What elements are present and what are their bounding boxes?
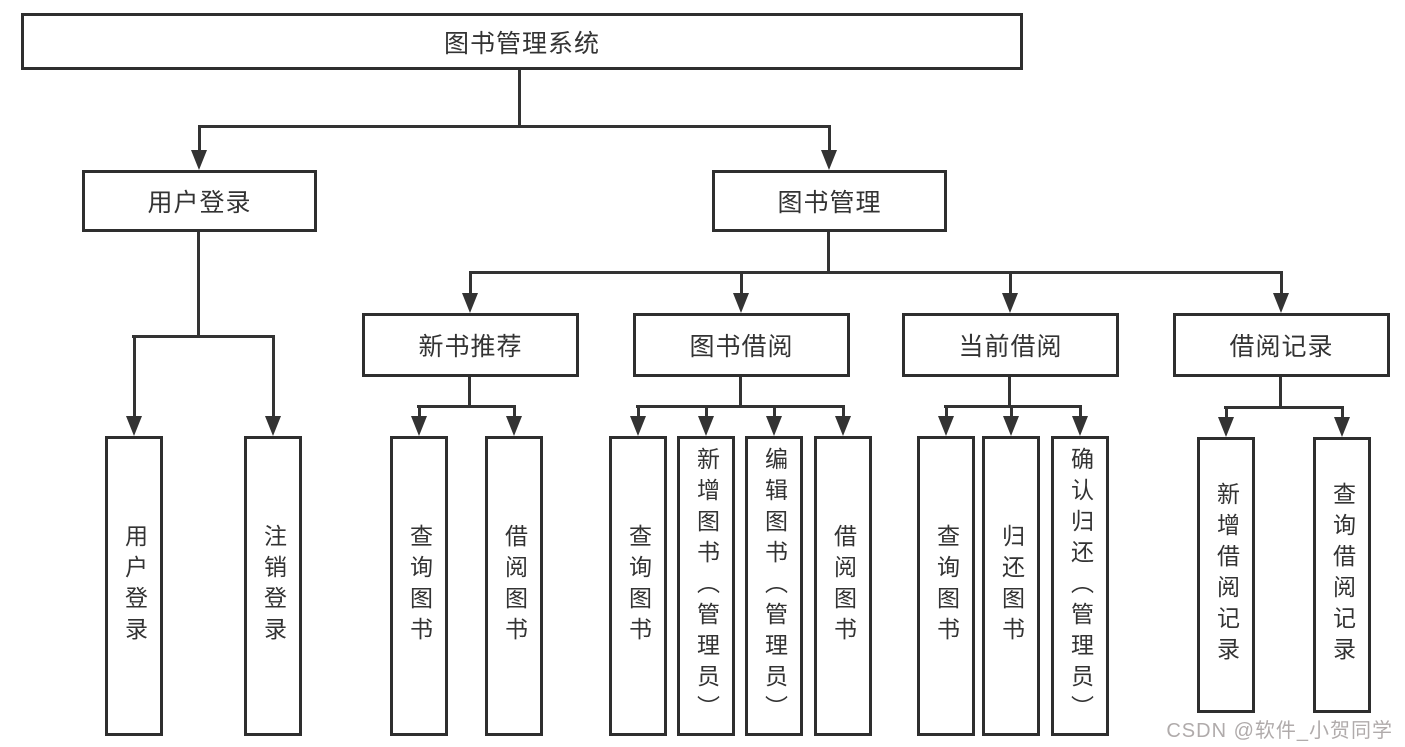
node-leaf-borrow-book-recommend: 借阅图书: [485, 436, 543, 736]
arrow-down-icon: [698, 405, 714, 436]
node-leaf-query-book-recommend-label: 查询图书: [406, 524, 433, 648]
watermark: CSDN @软件_小贺同学: [1166, 720, 1393, 742]
node-borrow-record-label: 借阅记录: [1229, 333, 1334, 361]
arrow-down-icon: [938, 405, 954, 436]
node-leaf-edit-book-admin: 编辑图书（管理员）: [745, 436, 803, 736]
arrow-down-icon: [411, 405, 427, 436]
node-leaf-add-borrow-record-label: 新增借阅记录: [1213, 482, 1240, 668]
node-leaf-user-login: 用户登录: [105, 436, 163, 736]
node-leaf-logout: 注销登录: [244, 436, 302, 736]
connector-new-book-recommend-hline: [417, 405, 516, 408]
node-book-management-label: 图书管理: [777, 189, 882, 217]
arrow-down-icon: [1273, 271, 1289, 313]
connector-borrow-record-hline: [1224, 406, 1344, 409]
node-leaf-query-book-borrow: 查询图书: [609, 436, 667, 736]
node-leaf-query-borrow-record: 查询借阅记录: [1313, 437, 1371, 713]
node-leaf-add-book-admin: 新增图书（管理员）: [677, 436, 735, 736]
node-leaf-return-book-label: 归还图书: [998, 524, 1025, 648]
arrow-down-icon: [821, 125, 837, 170]
arrow-down-icon: [766, 405, 782, 436]
arrow-down-icon: [126, 335, 142, 436]
node-leaf-query-book-borrow-label: 查询图书: [625, 524, 652, 648]
connector-book-management-vline: [827, 232, 830, 274]
arrow-down-icon: [506, 405, 522, 436]
node-current-borrow-label: 当前借阅: [958, 333, 1063, 361]
node-user-login: 用户登录: [82, 170, 317, 232]
arrow-down-icon: [1334, 406, 1350, 437]
node-library-management-system-label: 图书管理系统: [443, 29, 600, 58]
node-leaf-logout-label: 注销登录: [260, 524, 287, 648]
connector-root-vline: [518, 70, 521, 125]
node-leaf-confirm-return-admin-label: 确认归还（管理员）: [1067, 446, 1094, 726]
arrow-down-icon: [1072, 405, 1088, 436]
node-leaf-query-book-current: 查询图书: [917, 436, 975, 736]
connector-book-management-hline: [469, 271, 1283, 274]
connector-borrow-record-vline: [1279, 377, 1282, 408]
node-leaf-query-borrow-record-label: 查询借阅记录: [1329, 482, 1356, 668]
node-borrow-record: 借阅记录: [1173, 313, 1390, 377]
arrow-down-icon: [1218, 406, 1234, 437]
node-leaf-user-login-label: 用户登录: [121, 524, 148, 648]
arrow-down-icon: [1002, 271, 1018, 313]
connector-user-login-vline: [197, 232, 200, 338]
node-leaf-query-book-recommend: 查询图书: [390, 436, 448, 736]
node-leaf-add-book-admin-label: 新增图书（管理员）: [693, 446, 720, 726]
node-new-book-recommend: 新书推荐: [362, 313, 579, 377]
connector-current-borrow-hline: [944, 405, 1082, 408]
connector-current-borrow-vline: [1008, 377, 1011, 407]
node-library-management-system: 图书管理系统: [21, 13, 1023, 70]
node-leaf-edit-book-admin-label: 编辑图书（管理员）: [761, 446, 788, 726]
arrow-down-icon: [733, 271, 749, 313]
arrow-down-icon: [630, 405, 646, 436]
connector-book-borrow-vline: [739, 377, 742, 407]
node-leaf-return-book: 归还图书: [982, 436, 1040, 736]
node-leaf-borrow-book-borrow: 借阅图书: [814, 436, 872, 736]
node-new-book-recommend-label: 新书推荐: [418, 333, 523, 361]
node-leaf-query-book-current-label: 查询图书: [933, 524, 960, 648]
node-current-borrow: 当前借阅: [902, 313, 1119, 377]
connector-new-book-recommend-vline: [468, 377, 471, 407]
node-leaf-borrow-book-borrow-label: 借阅图书: [830, 524, 857, 648]
node-user-login-label: 用户登录: [147, 189, 252, 217]
node-book-borrow-label: 图书借阅: [689, 333, 794, 361]
node-book-borrow: 图书借阅: [633, 313, 850, 377]
node-leaf-add-borrow-record: 新增借阅记录: [1197, 437, 1255, 713]
connector-user-login-hline: [132, 335, 275, 338]
node-leaf-confirm-return-admin: 确认归还（管理员）: [1051, 436, 1109, 736]
arrow-down-icon: [835, 405, 851, 436]
arrow-down-icon: [1003, 405, 1019, 436]
arrow-down-icon: [462, 271, 478, 313]
node-book-management: 图书管理: [712, 170, 947, 232]
connector-book-borrow-hline: [636, 405, 845, 408]
node-leaf-borrow-book-recommend-label: 借阅图书: [501, 524, 528, 648]
arrow-down-icon: [191, 125, 207, 170]
arrow-down-icon: [265, 335, 281, 436]
connector-root-hline: [198, 125, 831, 128]
